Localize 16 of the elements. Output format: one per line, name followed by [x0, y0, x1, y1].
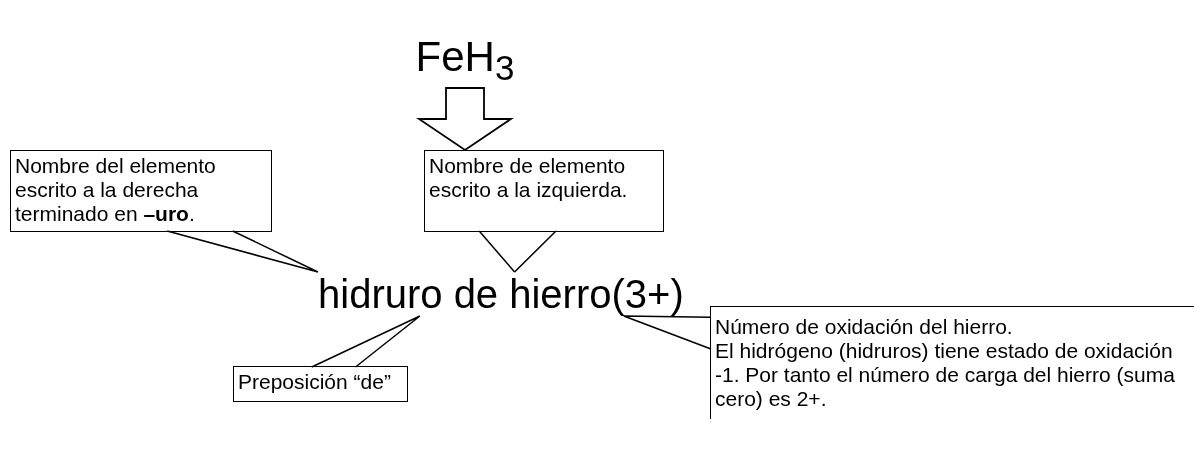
- formula-text: FeH$_{3}$: [400, 30, 530, 84]
- callout-pointer: [311, 315, 421, 368]
- block-arrow: [416, 87, 514, 152]
- callout-box: [710, 306, 1194, 419]
- callout-text: Nombre de elemento escrito a la izquierda.: [429, 154, 629, 202]
- callout-text: Preposición “de”: [238, 370, 392, 394]
- callout-box: [424, 150, 664, 232]
- callout-text: El hidrógeno (hidruros) tiene estado de oxidación -1. Por tanto el número de carga del hierro (suma cero) es 2+.: [715, 339, 1176, 411]
- callout-box: [10, 150, 272, 232]
- callout-text: Nombre del elemento escrito a la derecha terminado en –uro.: [15, 154, 217, 226]
- compound-name: hidruro de hierro(3+): [318, 272, 682, 316]
- callout-pointer: [623, 315, 712, 350]
- callout-box: [233, 366, 408, 402]
- callout-text: Número de oxidación del hierro.: [715, 315, 1014, 339]
- callout-pointer: [478, 230, 557, 273]
- callout-pointer: [166, 230, 319, 273]
